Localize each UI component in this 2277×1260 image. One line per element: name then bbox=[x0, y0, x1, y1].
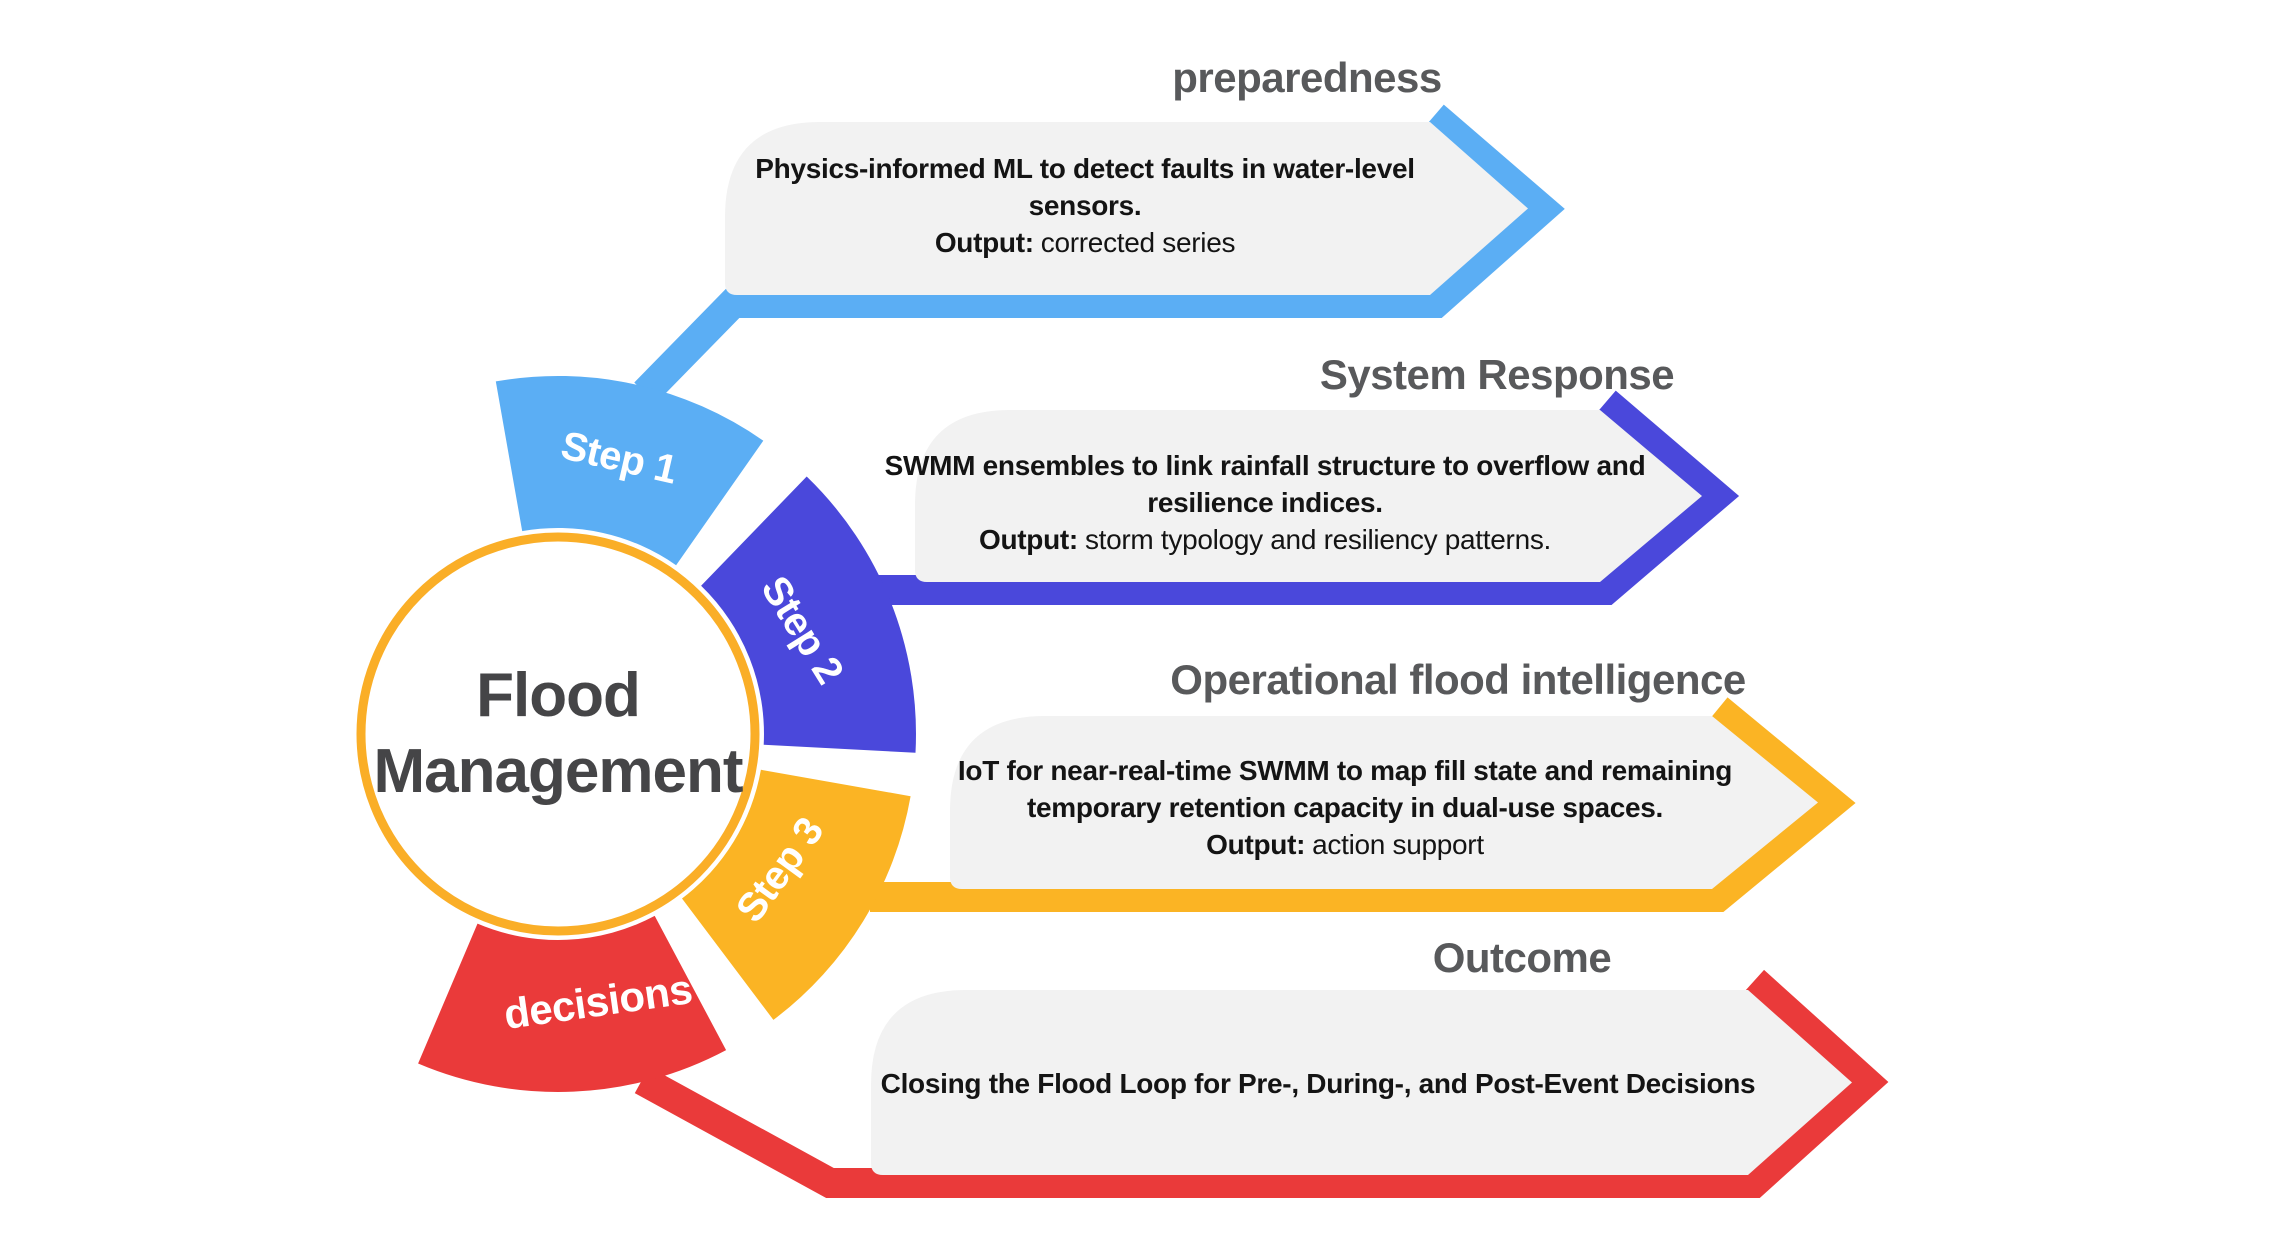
banner-body-step-1 bbox=[725, 122, 1528, 295]
banner-body-step-3 bbox=[950, 716, 1818, 889]
heading-preparedness: preparedness bbox=[1172, 54, 1442, 101]
output-text-step-1: corrected series bbox=[1040, 227, 1236, 258]
output-label-step-1: Output: bbox=[934, 227, 1034, 258]
wedge-step-3 bbox=[682, 769, 911, 1020]
output-text-step-3: action support bbox=[1312, 829, 1484, 860]
heading-operational-flood-intelligence: Operational flood intelligence bbox=[1170, 656, 1746, 703]
banner-output-step-3: Output:action support bbox=[915, 826, 1775, 863]
heading-system-response: System Response bbox=[1319, 351, 1675, 398]
banner-band-step-1 bbox=[634, 104, 1565, 404]
banner-output-step-1: Output:corrected series bbox=[725, 224, 1445, 261]
banner-text-step-1: Physics-informed ML to detect faults in … bbox=[725, 150, 1445, 261]
banner-body-decisions bbox=[871, 990, 1852, 1175]
output-label-step-2: Output: bbox=[978, 524, 1078, 555]
banner-text-step-3: IoT for near-real-time SWMM to map fill … bbox=[915, 752, 1775, 863]
banner-main-step-2: SWMM ensembles to link rainfall structur… bbox=[884, 450, 1646, 518]
wedge-step-2 bbox=[701, 476, 916, 753]
center-title-line1: Flood bbox=[476, 661, 641, 731]
banner-band-decisions bbox=[634, 969, 1889, 1198]
banner-body-step-2 bbox=[915, 410, 1702, 582]
center-circle bbox=[356, 532, 760, 936]
banner-text-step-2: SWMM ensembles to link rainfall structur… bbox=[880, 447, 1650, 558]
wedge-decisions bbox=[418, 915, 727, 1092]
output-label-step-3: Output: bbox=[1206, 829, 1306, 860]
banner-band-step-3 bbox=[870, 697, 1856, 912]
banner-main-decisions: Closing the Flood Loop for Pre-, During-… bbox=[880, 1068, 1756, 1099]
output-text-step-2: storm typology and resiliency patterns. bbox=[1084, 524, 1552, 555]
center-title-line2: Management bbox=[373, 737, 744, 806]
banner-output-step-2: Output:storm typology and resiliency pat… bbox=[880, 521, 1650, 558]
wedge-step-1 bbox=[495, 375, 764, 566]
banner-main-step-1: Physics-informed ML to detect faults in … bbox=[755, 153, 1415, 221]
banner-text-decisions: Closing the Flood Loop for Pre-, During-… bbox=[838, 1065, 1798, 1102]
center-title: Flood Management bbox=[358, 636, 758, 832]
banner-main-step-3: IoT for near-real-time SWMM to map fill … bbox=[957, 755, 1733, 823]
heading-outcome: Outcome bbox=[1432, 934, 1612, 981]
banner-band-step-2 bbox=[866, 390, 1740, 605]
